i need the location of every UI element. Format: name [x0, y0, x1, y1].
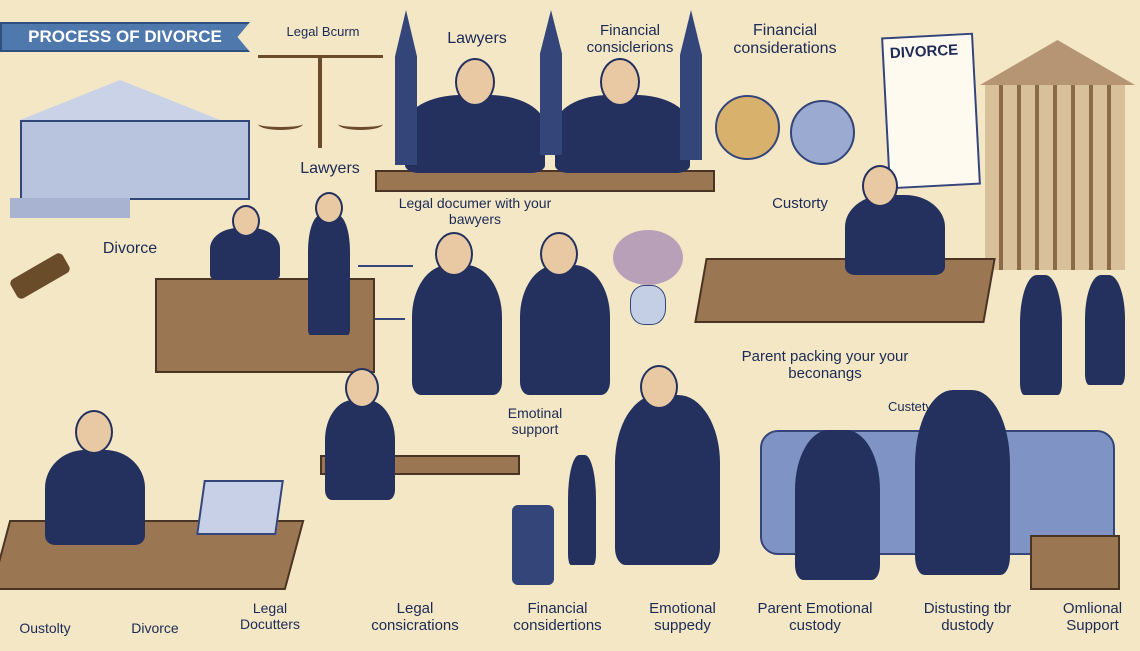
teen-figure: [795, 430, 880, 580]
judge-head: [232, 205, 260, 237]
lawyer-head: [435, 232, 473, 276]
title-text: PROCESS OF DIVORCE: [28, 27, 222, 46]
man-walking: [1020, 275, 1062, 395]
suitcase-icon: [512, 505, 554, 585]
coin-icon: [715, 95, 780, 160]
top-label: Lawyers: [447, 30, 507, 47]
top-label: Financial considerations: [733, 22, 837, 58]
arrow: [375, 318, 405, 320]
scene-label-emotional-support: Emotinal support: [507, 405, 563, 438]
flag-icon: [540, 10, 562, 155]
judge-figure: [405, 95, 545, 173]
lawyer-figure: [520, 265, 610, 395]
lawyer-figure: [45, 450, 145, 545]
bottom-label: Emotional suppedy: [649, 600, 716, 635]
scene-label-legal-document: Legal documer with your bawyers: [398, 195, 552, 228]
top-label: Legal Bcurm: [286, 24, 360, 39]
woman-walking: [1085, 275, 1125, 385]
father-head: [640, 365, 678, 409]
mother-figure: [915, 390, 1010, 575]
title-banner: PROCESS OF DIVORCE: [0, 22, 250, 52]
judge-figure: [555, 95, 690, 173]
scene-label-divorce: Divorce: [102, 240, 158, 257]
father-figure: [615, 395, 720, 565]
bottom-label: Oustolty: [19, 620, 71, 636]
woman-figure: [308, 215, 350, 335]
arrow: [358, 265, 413, 267]
bottom-label: Divorce: [131, 620, 179, 636]
child-figure: [568, 455, 596, 565]
gavel-icon: [8, 251, 72, 301]
scene-label-custody-mid: Custety: [887, 399, 933, 414]
top-label: Financial consiclerions: [586, 22, 674, 57]
coin-icon: [790, 100, 855, 165]
lawyer-head: [540, 232, 578, 276]
bottom-label: Omlional Support: [1062, 600, 1123, 635]
judge-bench: [375, 170, 715, 192]
flower-vase: [608, 230, 688, 325]
woman-head: [315, 192, 343, 224]
scales-icon: [258, 55, 383, 155]
courthouse-illustration: [10, 80, 250, 220]
law-library-illustration: [980, 40, 1135, 270]
flag-icon: [395, 10, 417, 165]
box-icon: [1030, 535, 1120, 590]
bottom-label: Legal Docutters: [240, 600, 300, 633]
lawyer-figure: [412, 265, 502, 395]
woman-figure: [325, 400, 395, 500]
judge-head: [455, 58, 495, 106]
lawyer-head: [75, 410, 113, 454]
scene-label-custody: Custorty: [772, 195, 828, 212]
document-title: DIVORCE: [889, 41, 959, 63]
judge-figure: [845, 195, 945, 275]
woman-head: [345, 368, 379, 408]
bottom-label: Legal consicrations: [371, 600, 459, 635]
scene-label-parent-packing: Parent packing your your beconangs: [741, 348, 909, 383]
judge-head: [862, 165, 898, 207]
divorce-document: DIVORCE: [881, 32, 981, 190]
laptop-icon: [196, 480, 284, 535]
scene-label-lawyers: Lawyers: [300, 160, 360, 177]
judge-head: [600, 58, 640, 106]
bottom-label: Parent Emotional custody: [757, 600, 873, 635]
flag-icon: [680, 10, 702, 160]
bottom-label: Financial considertions: [513, 600, 602, 635]
bottom-label: Distusting tbr dustody: [923, 600, 1012, 635]
